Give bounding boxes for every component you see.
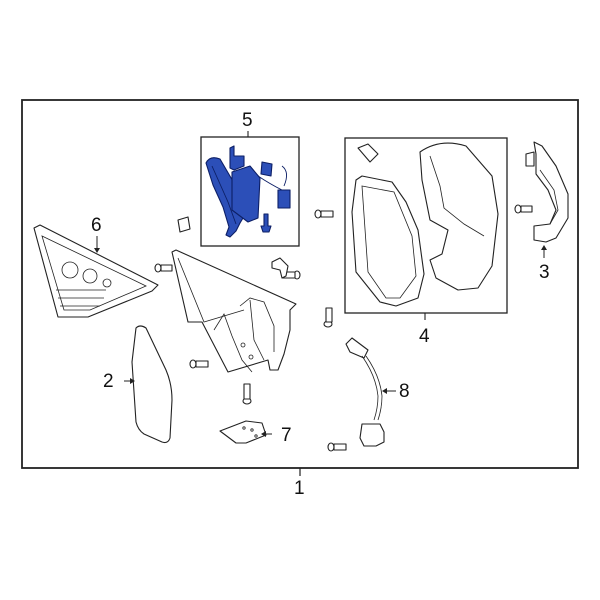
callout-1: 1 (294, 478, 305, 499)
screw-5[interactable] (189, 359, 209, 369)
screw-2[interactable] (314, 209, 334, 219)
part-2-mirror-glass[interactable] (124, 325, 173, 444)
screw-1[interactable] (154, 263, 173, 273)
callout-3: 3 (539, 262, 550, 283)
part-6-garnish[interactable] (33, 224, 159, 318)
callout-2: 2 (103, 371, 114, 392)
screw-8[interactable] (327, 442, 347, 452)
part-5-harness[interactable] (200, 131, 300, 247)
mirror-base[interactable] (171, 249, 297, 373)
part-3-turn-signal[interactable] (525, 141, 569, 258)
part-8-socket-wire[interactable] (345, 337, 396, 447)
clip-part[interactable] (177, 216, 191, 233)
callout-8: 8 (399, 381, 410, 402)
part-4-housing[interactable] (344, 137, 508, 320)
callout-7: 7 (281, 425, 292, 446)
part-7-bracket[interactable] (219, 420, 272, 444)
screw-6[interactable] (242, 383, 252, 405)
clip-part-2[interactable] (271, 257, 289, 279)
screw-7[interactable] (514, 204, 533, 214)
callout-5: 5 (242, 110, 253, 131)
screw-4[interactable] (323, 307, 333, 328)
callout-4: 4 (419, 326, 430, 347)
callout-6: 6 (91, 215, 102, 236)
